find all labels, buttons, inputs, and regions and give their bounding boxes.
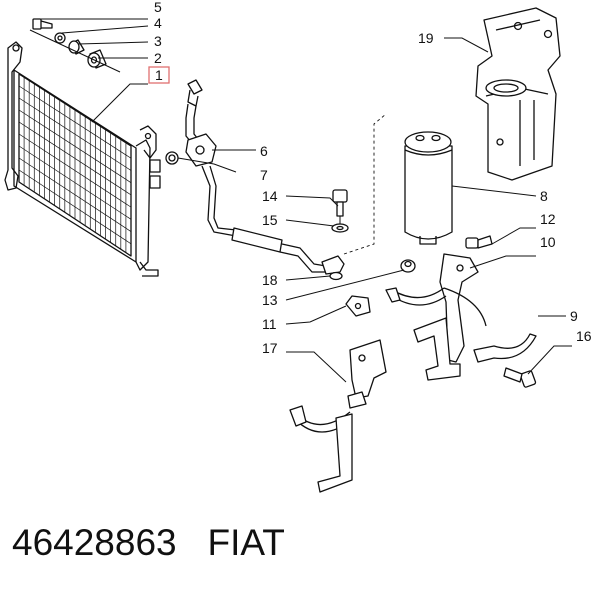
condenser-tube xyxy=(18,109,132,183)
callout-labels: 5 4 3 2 1 6 7 19 8 14 15 12 10 18 13 9 1… xyxy=(148,0,592,356)
condenser-tube xyxy=(18,145,132,220)
condenser-tube xyxy=(18,133,132,208)
callout-14: 14 xyxy=(262,188,278,204)
part-caption: 46428863 FIAT xyxy=(12,519,285,567)
callout-11: 11 xyxy=(262,316,277,332)
leader-lines xyxy=(40,18,572,383)
condenser xyxy=(4,41,161,277)
fastener-set-2-5 xyxy=(29,18,121,73)
callout-18: 18 xyxy=(262,272,278,288)
bolt-part-16 xyxy=(503,367,537,388)
callout-17: 17 xyxy=(262,340,278,356)
callout-9: 9 xyxy=(570,308,578,324)
callout-6: 6 xyxy=(260,143,268,159)
condenser-tube xyxy=(18,97,132,171)
grommet-part-13 xyxy=(400,259,416,273)
screw-part-5 xyxy=(32,18,53,30)
bushing-part-2 xyxy=(87,49,107,69)
bolt-part-12 xyxy=(465,235,493,249)
callout-19: 19 xyxy=(418,30,434,46)
clip-part-11 xyxy=(345,295,371,317)
callout-2: 2 xyxy=(154,50,162,66)
callout-10: 10 xyxy=(540,234,556,250)
condenser-tube xyxy=(18,169,132,245)
highlight-box xyxy=(148,66,170,84)
condenser-fins xyxy=(18,77,132,253)
callout-7: 7 xyxy=(260,167,268,183)
callout-8: 8 xyxy=(540,188,548,204)
callout-12: 12 xyxy=(540,211,556,227)
part-number: 46428863 xyxy=(12,522,177,563)
bolt-part-14 xyxy=(332,189,348,217)
callout-13: 13 xyxy=(262,292,278,308)
callout-4: 4 xyxy=(154,15,162,31)
strap-part-9 xyxy=(473,333,537,363)
callout-5: 5 xyxy=(154,0,162,15)
receiver-drier xyxy=(404,131,453,245)
brand-name: FIAT xyxy=(207,522,285,563)
lower-bracket-part-17 xyxy=(289,339,387,493)
callout-3: 3 xyxy=(154,33,162,49)
callout-1: 1 xyxy=(155,67,163,83)
bracket-part-19 xyxy=(475,7,561,181)
refrigerant-pipe xyxy=(165,79,387,281)
bushing-part-4 xyxy=(54,32,66,44)
condenser-tube xyxy=(18,85,132,159)
callout-15: 15 xyxy=(262,212,278,228)
condenser-tube xyxy=(18,157,132,232)
callout-16: 16 xyxy=(576,328,592,344)
condenser-tube xyxy=(18,121,132,196)
